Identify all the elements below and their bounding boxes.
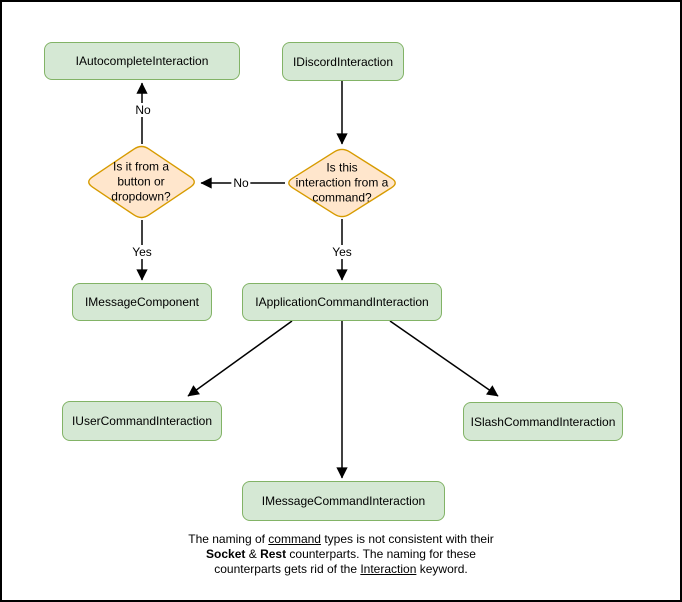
decision-from-command-label: Is this interaction from a command?: [286, 161, 398, 206]
decision-line: Is it from a: [112, 159, 169, 174]
caption-line: counterparts gets rid of the Interaction…: [2, 562, 680, 577]
caption-segment: counterparts gets rid of the: [214, 562, 361, 576]
caption-segment: Rest: [260, 547, 287, 561]
edge-application-to-user-command: [187, 320, 293, 397]
node-label: IMessageComponent: [84, 295, 200, 309]
node-label: IAutocompleteInteraction: [75, 54, 209, 68]
edge-label-no-left: No: [231, 176, 251, 190]
caption-segment: Interaction: [360, 562, 417, 576]
caption-segment: types is not consistent with their: [320, 532, 494, 546]
caption-line: The naming of command types is not consi…: [2, 532, 680, 547]
node-application-command-interaction: IApplicationCommandInteraction: [242, 283, 442, 321]
edge-application-to-slash-command: [389, 320, 499, 397]
caption: The naming of command types is not consi…: [2, 532, 680, 577]
node-label: IMessageCommandInteraction: [261, 494, 426, 508]
decision-line: command?: [312, 190, 372, 205]
node-message-component: IMessageComponent: [72, 283, 212, 321]
edge-label-no-up: No: [133, 103, 153, 117]
caption-segment: Socket: [206, 547, 246, 561]
decision-line: button or: [117, 174, 165, 189]
node-label: IApplicationCommandInteraction: [255, 295, 429, 309]
edge-label-yes-right: Yes: [330, 245, 354, 259]
node-label: IDiscordInteraction: [292, 54, 394, 69]
edge-label-yes-left: Yes: [130, 245, 154, 259]
decision-line: dropdown?: [111, 189, 171, 204]
caption-segment: command: [268, 532, 321, 546]
node-slash-command-interaction: ISlashCommandInteraction: [463, 402, 623, 441]
decision-line: Is this: [326, 160, 358, 175]
decision-line: interaction from a: [295, 175, 389, 190]
decision-from-command-shape: [288, 148, 396, 218]
caption-segment: keyword.: [416, 562, 468, 576]
node-label: IUserCommandInteraction: [71, 414, 213, 428]
node-message-command-interaction: IMessageCommandInteraction: [242, 481, 445, 521]
node-label: ISlashCommandInteraction: [470, 414, 616, 429]
caption-line: Socket & Rest counterparts. The naming f…: [2, 547, 680, 562]
node-autocomplete-interaction: IAutocompleteInteraction: [44, 42, 240, 80]
decision-button-or-dropdown-label: Is it from a button or dropdown?: [96, 160, 186, 205]
decision-button-or-dropdown-shape: [88, 145, 195, 219]
node-discord-interaction: IDiscordInteraction: [282, 42, 404, 81]
caption-segment: counterparts. The naming for these: [286, 547, 476, 561]
caption-segment: The naming of: [188, 532, 269, 546]
caption-segment: &: [245, 547, 261, 561]
node-user-command-interaction: IUserCommandInteraction: [62, 401, 222, 441]
